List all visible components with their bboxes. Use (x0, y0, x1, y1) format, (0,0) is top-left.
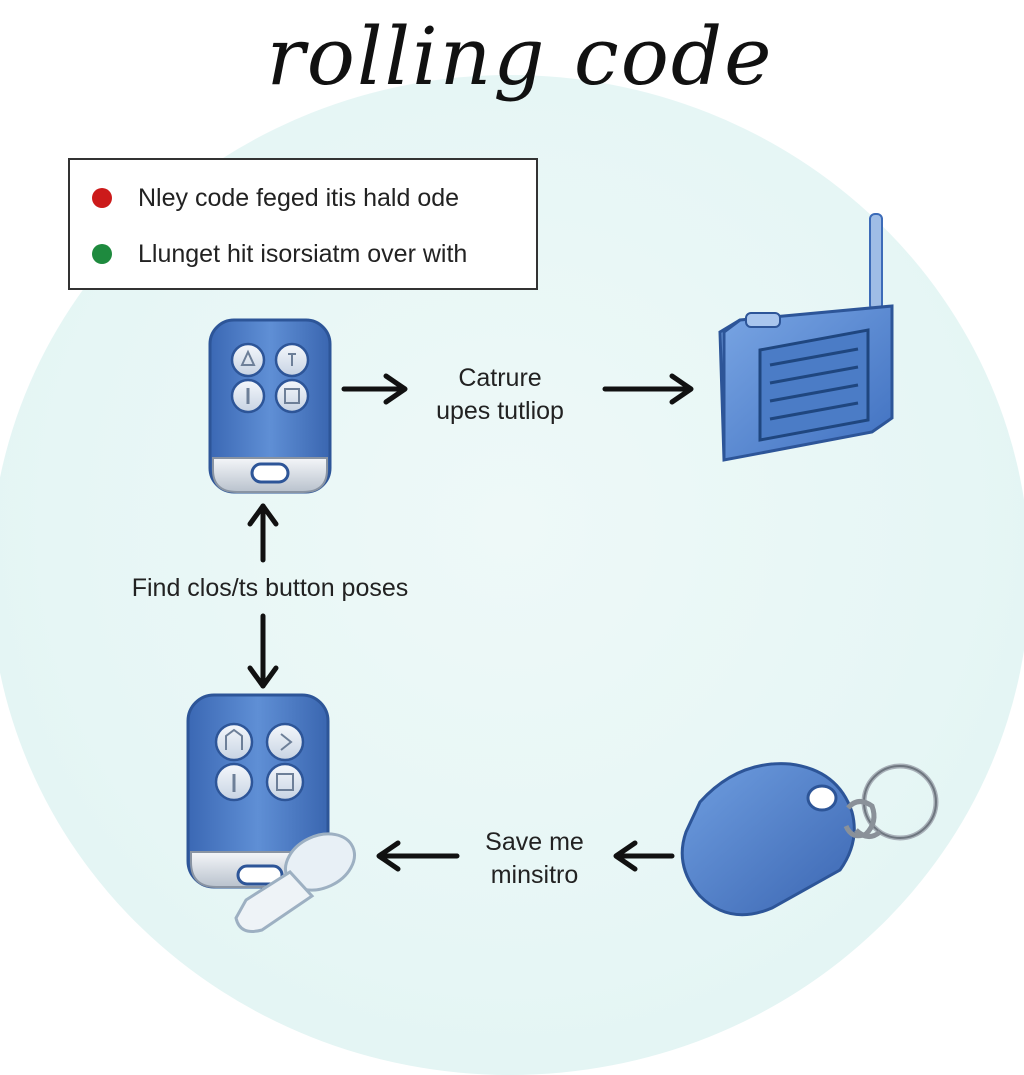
arrow-right-icon (602, 373, 694, 405)
legend-item-label: Nley code feged itis hald ode (138, 183, 460, 212)
find-label: Find clos/ts button poses (100, 572, 440, 605)
key-ring-icon (843, 763, 939, 841)
save-label-line: minsitro (490, 861, 579, 889)
arrow-right-icon (341, 373, 408, 405)
legend: Nley code feged itis hald ode Llunget hi… (68, 158, 538, 290)
top-remote-fob-icon (208, 318, 332, 494)
diagram-canvas (186, 213, 939, 933)
legend-item-label: Llunget hit isorsiatm over with (138, 239, 468, 268)
arrow-left-icon (376, 840, 460, 872)
legend-item-red: Nley code feged itis hald ode (92, 178, 459, 218)
arrow-left-icon (613, 840, 675, 872)
save-label-line: Save me (485, 828, 584, 856)
capture-label-line: upes tutliop (436, 397, 564, 425)
garage-receiver-icon (718, 213, 894, 462)
clip-icon (234, 832, 356, 933)
arrow-up-icon (247, 503, 279, 563)
keychain-tag-icon (680, 762, 939, 917)
capture-label-line: Catrure (458, 364, 542, 392)
find-label-text: Find clos/ts button poses (131, 574, 409, 602)
green-dot-icon (92, 244, 112, 264)
arrow-down-icon (247, 613, 279, 689)
bottom-remote-fob-icon (186, 693, 356, 933)
save-label: Save me minsitro (462, 826, 607, 892)
legend-item-green: Llunget hit isorsiatm over with (92, 234, 467, 274)
page-title: rolling code (266, 10, 774, 103)
capture-label: Catrure upes tutliop (425, 362, 575, 428)
red-dot-icon (92, 188, 112, 208)
